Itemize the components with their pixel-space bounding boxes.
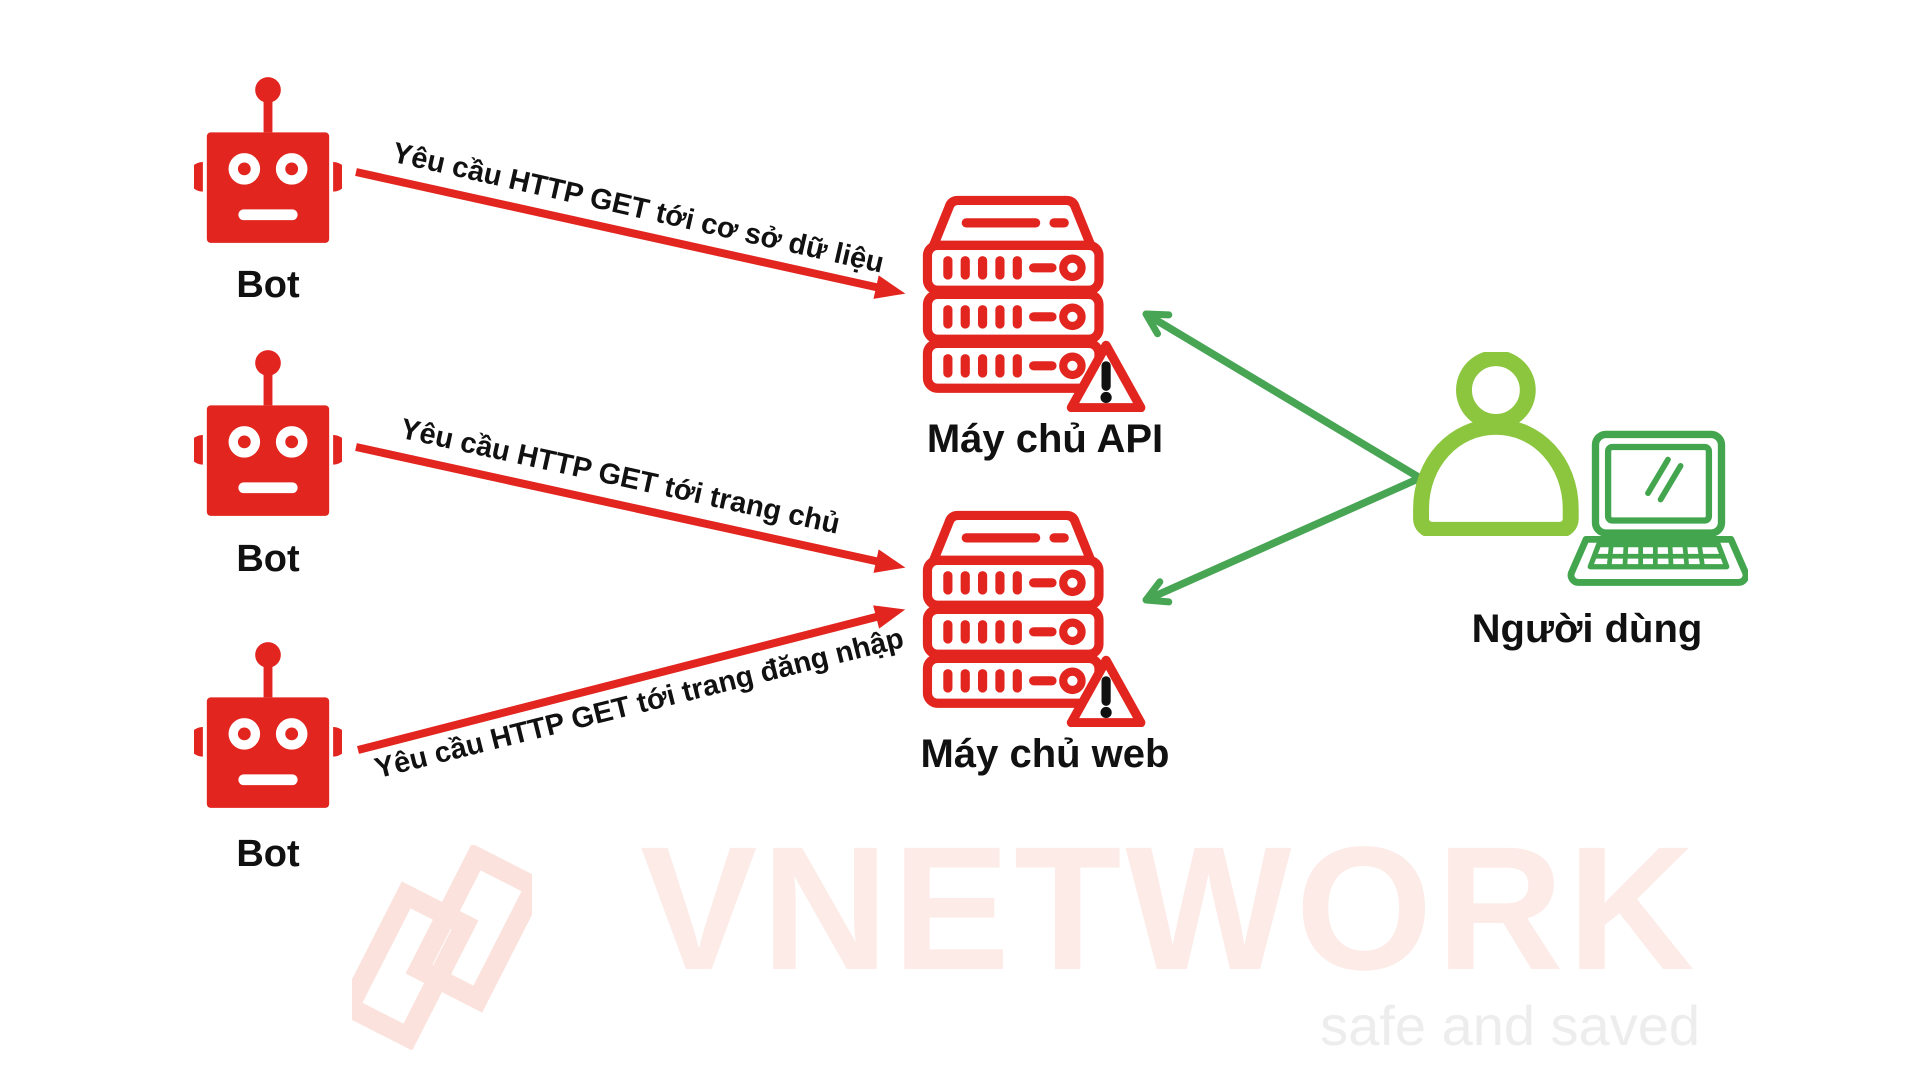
bot-icon <box>194 350 342 516</box>
bot-label: Bot <box>236 833 300 875</box>
user-link-arrow-api <box>1142 310 1422 482</box>
api-server-icon <box>922 195 1146 412</box>
bot-label: Bot <box>236 538 300 580</box>
api-server-label: Máy chủ API <box>926 417 1164 461</box>
laptop-icon <box>1567 430 1748 586</box>
warning-icon <box>1066 655 1146 727</box>
web-server-icon <box>922 510 1146 727</box>
vnetwork-logo-icon <box>352 845 532 1050</box>
user-label: Người dùng <box>1471 607 1703 651</box>
request-arrow-login <box>357 605 906 754</box>
bot-label: Bot <box>236 264 300 306</box>
bot-icon <box>194 77 342 243</box>
watermark-brand: VNETWORK <box>640 811 1699 1007</box>
watermark-tagline: safe and saved <box>1320 994 1700 1057</box>
bot-icon <box>194 642 342 808</box>
web-server-label: Máy chủ web <box>920 732 1170 776</box>
user-icon <box>1413 352 1579 536</box>
request-arrow-homepage <box>355 443 906 573</box>
user-link-arrow-web <box>1142 474 1422 606</box>
request-arrow-db <box>355 168 906 299</box>
warning-icon <box>1066 340 1146 412</box>
